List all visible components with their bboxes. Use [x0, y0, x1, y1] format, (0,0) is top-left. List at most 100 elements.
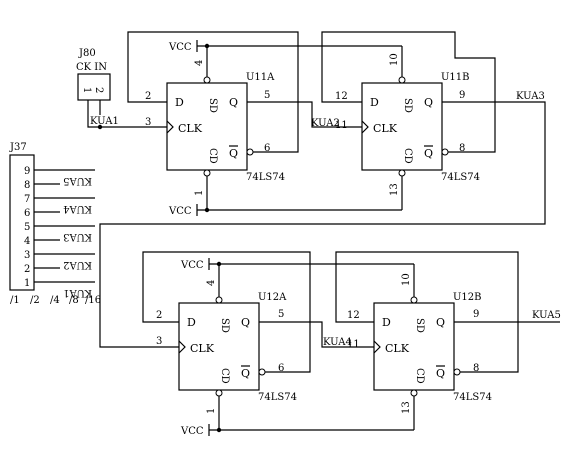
u11a-qn-label: Q — [229, 147, 238, 160]
u11b-d-label: D — [370, 96, 379, 109]
vcc-label: VCC — [168, 42, 192, 53]
j37-pin-3: 3 — [24, 250, 30, 261]
u11b-qn-bubble — [441, 148, 449, 156]
u11b-cd-bubble — [398, 169, 406, 177]
u12a-body — [178, 302, 260, 391]
u12a-pin-qn: 6 — [278, 363, 284, 374]
u12a-clk-triangle — [178, 340, 186, 354]
u12a-pin-sd: 4 — [206, 280, 217, 286]
j37-pin-7: 7 — [24, 194, 30, 205]
u11a-sd-label: SD — [207, 98, 218, 113]
junction — [204, 43, 210, 49]
u12a-pin-d: 2 — [156, 310, 162, 321]
chip-u11b: U11B 74LS74 D CLK Q Q SD CD 12 11 9 8 10… — [335, 53, 480, 196]
j80-pin-1: 1 — [81, 87, 92, 93]
u12a-ref: U12A — [258, 292, 287, 303]
u12a-clk-label: CLK — [190, 342, 215, 355]
u11a-part: 74LS74 — [246, 172, 285, 183]
u11b-sd-bubble — [398, 76, 406, 84]
j37-pin-6: 6 — [24, 208, 30, 219]
divider-label-1: /1 — [10, 295, 20, 306]
u11a-pin-d: 2 — [145, 91, 151, 102]
junction — [216, 427, 222, 433]
u12b-pin-q: 9 — [473, 309, 479, 320]
chip-u11a: U11A 74LS74 D CLK Q Q SD CD 2 3 5 6 4 1 — [145, 60, 285, 196]
u11a-cd-label: CD — [207, 148, 218, 164]
junction — [216, 261, 222, 267]
junction — [97, 124, 103, 130]
wiring-u11b: KUA3 — [99, 31, 546, 348]
u11b-qn-label: Q — [424, 147, 433, 160]
wire-u11a-q-to-u11b-clk — [247, 101, 362, 128]
u12a-cd-bubble — [215, 389, 223, 397]
u11a-d-label: D — [175, 96, 184, 109]
j37-pin-9: 9 — [24, 166, 30, 177]
wire-u11b-q-to-u12a-clk — [99, 101, 546, 348]
net-kua2-label: KUA2 — [311, 118, 340, 129]
u12b-pin-qn: 8 — [473, 363, 479, 374]
u11b-q-label: Q — [424, 96, 433, 109]
u11a-ref: U11A — [246, 72, 275, 83]
j37-net-kua1: KUA1 — [63, 287, 92, 298]
u12a-qn-bubble — [258, 368, 266, 376]
u12a-d-label: D — [187, 316, 196, 329]
u12b-qn-label: Q — [436, 367, 445, 380]
u12a-pin-q: 5 — [278, 309, 284, 320]
u12b-pin-cd: 13 — [401, 401, 412, 414]
vcc-label: VCC — [168, 206, 192, 217]
u12b-clk-triangle — [373, 340, 381, 354]
u12b-ref: U12B — [453, 292, 482, 303]
vcc-label: VCC — [180, 260, 204, 271]
j37-pin-8: 8 — [24, 180, 30, 191]
j37-body — [9, 154, 35, 291]
u12b-d-label: D — [382, 316, 391, 329]
j37-net-kua3: KUA3 — [63, 231, 92, 242]
u12a-qn-label: Q — [241, 367, 250, 380]
u11b-part: 74LS74 — [441, 172, 480, 183]
wire-ck-in — [87, 100, 167, 128]
u11a-pin-clk: 3 — [145, 117, 151, 128]
vcc-rails-upper: VCC VCC — [168, 40, 402, 217]
u11b-pin-sd: 10 — [389, 53, 400, 66]
u12b-pin-clk: 11 — [347, 339, 360, 350]
u11b-pin-clk: 11 — [335, 120, 348, 131]
u12b-pin-d: 12 — [347, 310, 360, 321]
net-kua3-label: KUA3 — [516, 91, 545, 102]
wire-u11b-feedback — [321, 31, 496, 153]
j37-net-kua5: KUA5 — [63, 175, 92, 186]
u11b-pin-d: 12 — [335, 91, 348, 102]
j37-pin-5: 5 — [24, 222, 30, 233]
u12b-q-label: Q — [436, 316, 445, 329]
j37-ref: J37 — [9, 142, 27, 153]
u11a-pin-cd: 1 — [194, 190, 205, 196]
divider-label-4: /4 — [50, 295, 60, 306]
net-kua5-label: KUA5 — [532, 310, 561, 321]
u12b-sd-bubble — [410, 296, 418, 304]
u12b-pin-sd: 10 — [401, 273, 412, 286]
junction — [204, 207, 210, 213]
u12a-pin-clk: 3 — [156, 336, 162, 347]
j37-pin-2: 2 — [24, 264, 30, 275]
connector-j37: J37 9 8 7 6 5 4 3 2 1 KUA5 KUA4 KUA3 KUA… — [9, 142, 101, 306]
j37-pin-4: 4 — [24, 236, 30, 247]
u12a-part: 74LS74 — [258, 392, 297, 403]
u11a-clk-label: CLK — [178, 122, 203, 135]
u11a-q-label: Q — [229, 96, 238, 109]
divider-label-8: /8 — [69, 295, 79, 306]
u12a-cd-label: CD — [219, 368, 230, 384]
u11a-sd-bubble — [203, 76, 211, 84]
j37-net-kua4: KUA4 — [63, 203, 92, 214]
u11b-body — [361, 82, 443, 171]
connector-j80: J80 CK IN 1 2 KUA1 — [76, 48, 167, 130]
divider-label-16: /16 — [85, 295, 101, 306]
wire-u12a-q-to-u12b-clk — [259, 321, 374, 348]
u12b-cd-bubble — [410, 389, 418, 397]
u12b-part: 74LS74 — [453, 392, 492, 403]
u12b-qn-bubble — [453, 368, 461, 376]
wire-u12a-feedback — [142, 251, 311, 373]
u11a-pin-sd: 4 — [194, 60, 205, 66]
u11b-clk-triangle — [361, 120, 369, 134]
net-kua4-label: KUA4 — [323, 337, 352, 348]
u11a-pin-qn: 6 — [264, 143, 270, 154]
